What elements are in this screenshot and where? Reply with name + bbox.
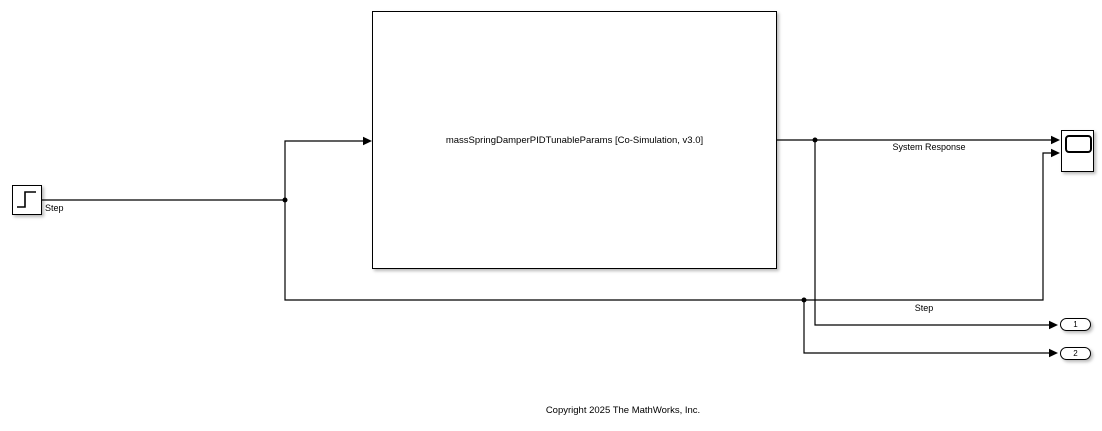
outport-2-number: 2	[1073, 348, 1078, 358]
subsystem-block-label: massSpringDamperPIDTunableParams [Co-Sim…	[445, 134, 704, 146]
arrowhead-outport-2	[1049, 348, 1058, 358]
signal-label-step[interactable]: Step	[914, 303, 934, 313]
scope-screen-icon	[1065, 135, 1092, 153]
arrowhead-subsystem-input	[363, 136, 372, 146]
wire-step-to-outport-2[interactable]	[803, 300, 1058, 358]
copyright-annotation: Copyright 2025 The MathWorks, Inc.	[545, 405, 701, 416]
wire-step-output[interactable]	[42, 197, 288, 203]
signal-label-system-response[interactable]: System Response	[892, 142, 966, 152]
subsystem-block[interactable]: massSpringDamperPIDTunableParams [Co-Sim…	[372, 11, 777, 269]
step-source-block[interactable]	[12, 185, 42, 215]
outport-block-1[interactable]: 1	[1060, 318, 1091, 331]
outport-block-2[interactable]: 2	[1060, 347, 1091, 360]
step-waveform-icon	[17, 191, 36, 208]
scope-block[interactable]	[1061, 130, 1094, 172]
wire-system-response-to-outport-1[interactable]	[814, 140, 1058, 330]
wire-step-to-subsystem[interactable]	[284, 136, 372, 200]
arrowhead-scope-input-1	[1051, 135, 1060, 145]
arrowhead-outport-1	[1049, 320, 1058, 330]
step-block-name-label[interactable]: Step	[45, 203, 64, 213]
arrowhead-scope-input-2	[1051, 148, 1060, 158]
outport-1-number: 1	[1073, 319, 1078, 329]
